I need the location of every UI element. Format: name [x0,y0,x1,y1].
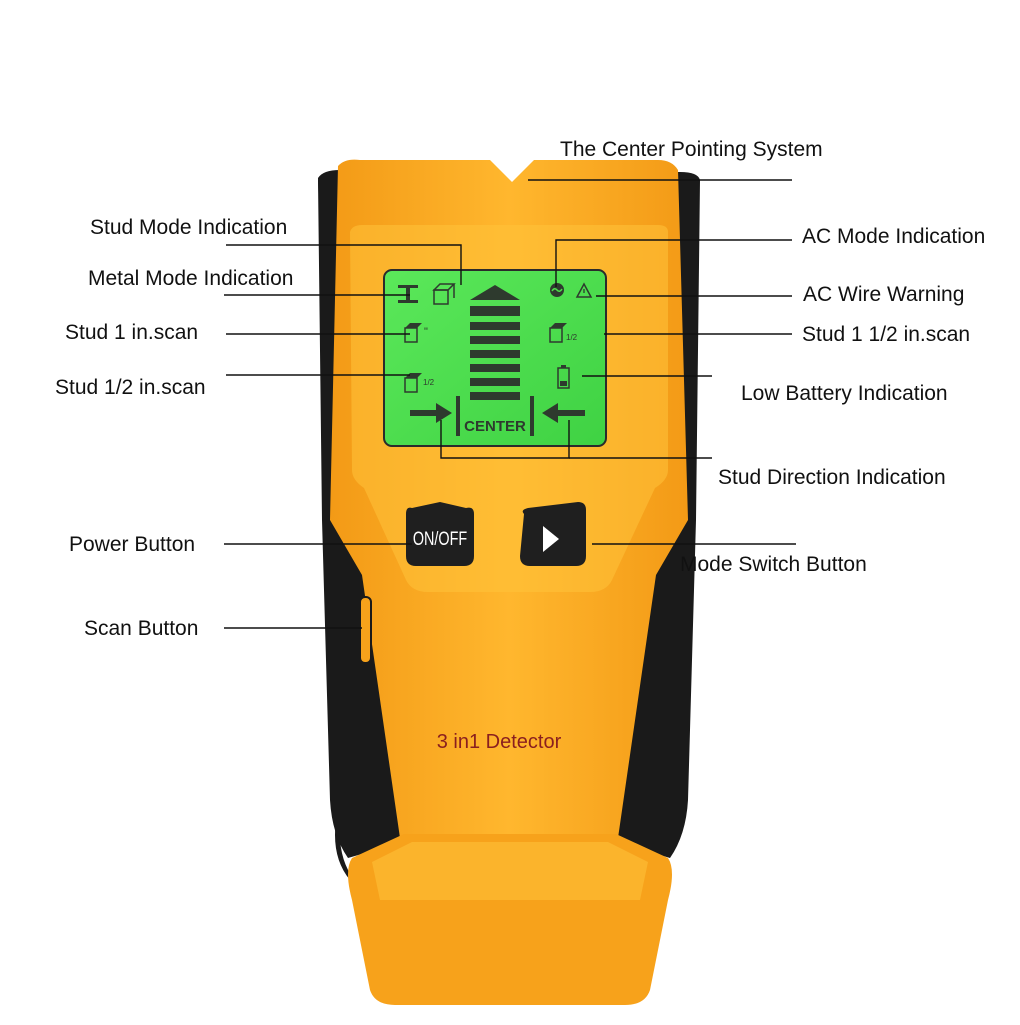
center-pointer-graphic [456,285,534,436]
power-button[interactable] [406,502,474,566]
power-button-label: ON/OFF [413,527,467,550]
stud-1-half-icon [549,323,567,343]
stud-mode-icon [432,283,456,305]
leader-lines [224,179,796,629]
callout-mode-switch: Mode Switch Button [680,553,867,576]
callout-low-battery: Low Battery Indication [741,382,948,405]
stud-half-fraction: 1/2 [423,378,435,387]
mode-switch-button[interactable] [520,502,586,566]
metal-mode-icon [398,285,418,303]
play-icon [543,526,559,552]
scan-button[interactable] [359,596,372,664]
callout-center-pointing: The Center Pointing System [560,138,823,161]
battery-icon [557,365,570,389]
arrow-right-icon [410,403,452,423]
arrow-left-icon [542,403,585,423]
callout-stud-half: Stud 1/2 in.scan [55,376,206,399]
leader-stud-mode [226,244,462,285]
callout-power-button: Power Button [69,533,196,556]
stud-icon [404,323,422,343]
callout-stud-mode: Stud Mode Indication [90,216,288,239]
callout-ac-wire: AC Wire Warning [803,283,965,306]
leader-stud-direction [440,420,570,459]
product-name: 3 in1 Detector [437,731,562,753]
callout-metal-mode: Metal Mode Indication [88,267,294,290]
stud-half-icon [404,373,422,393]
ac-warning-icon [575,282,593,298]
stud-1-half-fraction: 1/2 [566,333,578,342]
base-highlight [372,842,648,900]
callout-ac-mode: AC Mode Indication [802,225,986,248]
stud-1-inch-mark: " [424,326,428,338]
center-label: CENTER [464,418,526,435]
callout-stud-direction: Stud Direction Indication [718,466,946,489]
callout-stud-1: Stud 1 in.scan [65,321,199,344]
ac-mode-icon [550,283,564,297]
callout-scan-button: Scan Button [84,617,199,640]
leader-ac-mode [555,239,792,287]
callout-stud-1-half: Stud 1 1/2 in.scan [802,323,971,346]
